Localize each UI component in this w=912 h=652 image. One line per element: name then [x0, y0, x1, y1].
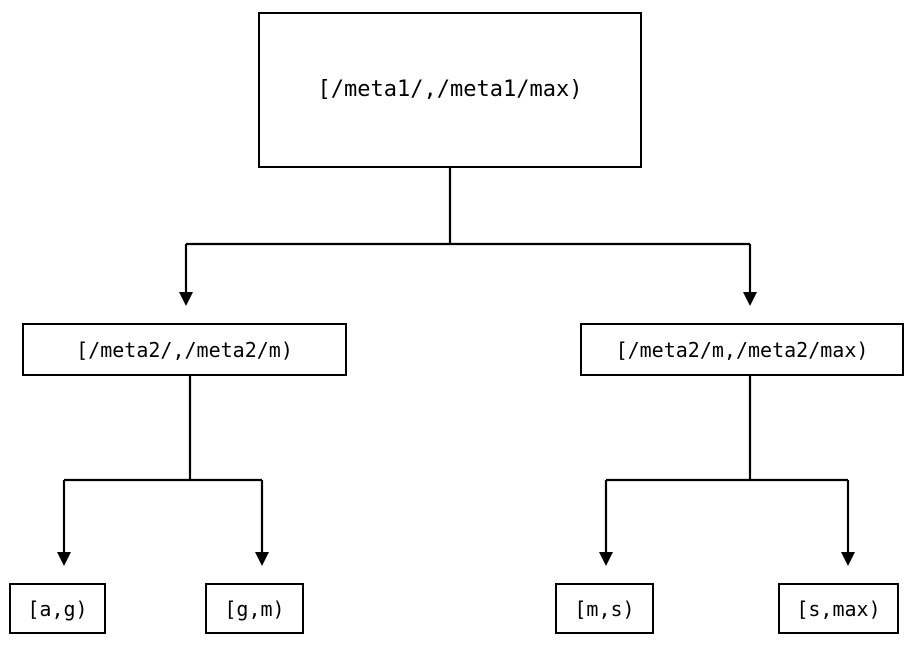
arrowhead-leaf-gm [255, 552, 269, 566]
arrowhead-leaf-smax [841, 552, 855, 566]
node-mid-right[interactable]: [/meta2/m,/meta2/max) [580, 323, 904, 376]
arrowhead-mid-left [179, 292, 193, 306]
node-leaf-m-s[interactable]: [m,s) [555, 583, 654, 634]
node-leaf-a-g[interactable]: [a,g) [9, 583, 106, 634]
node-mid-left[interactable]: [/meta2/,/meta2/m) [22, 323, 347, 376]
node-root[interactable]: [/meta1/,/meta1/max) [258, 12, 642, 168]
node-leaf-s-max[interactable]: [s,max) [778, 583, 899, 634]
node-leaf-g-m[interactable]: [g,m) [205, 583, 304, 634]
arrowhead-leaf-ag [57, 552, 71, 566]
arrowhead-leaf-ms [599, 552, 613, 566]
arrowhead-mid-right [743, 292, 757, 306]
